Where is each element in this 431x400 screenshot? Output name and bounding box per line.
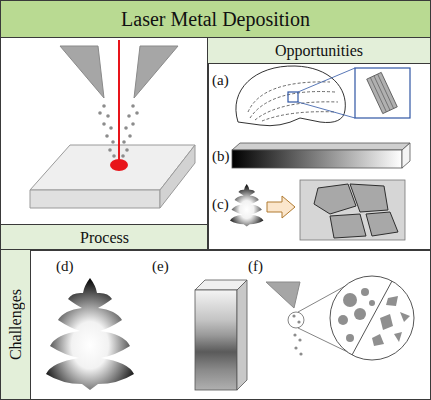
grain xyxy=(330,214,366,238)
strut-body xyxy=(367,72,398,113)
particle xyxy=(131,104,135,108)
panel-header: Challenges xyxy=(1,250,31,399)
sphere xyxy=(361,288,369,296)
powder-nozzle xyxy=(134,46,178,98)
sphere xyxy=(346,334,354,342)
panel-letter: (b) xyxy=(212,148,230,165)
dendrite xyxy=(46,278,134,390)
particle xyxy=(102,104,106,108)
particle xyxy=(106,114,110,118)
particle xyxy=(297,320,300,323)
dashed-curve xyxy=(262,112,336,121)
strut-line xyxy=(374,76,390,110)
flake xyxy=(394,332,402,342)
particle xyxy=(122,140,126,144)
panel: Process xyxy=(0,37,209,251)
panel-letter: (f) xyxy=(248,258,263,275)
substrate-plate xyxy=(30,145,195,208)
particle xyxy=(111,140,115,144)
particle xyxy=(131,122,135,126)
flake xyxy=(386,296,398,306)
block-arrow xyxy=(267,196,295,218)
zoom-square xyxy=(288,92,298,102)
bar-top xyxy=(232,143,410,150)
particle xyxy=(112,154,116,158)
strut-line xyxy=(378,74,394,108)
particle xyxy=(121,154,125,158)
particle xyxy=(298,338,301,341)
magnified-view xyxy=(330,276,414,360)
zoom-line xyxy=(298,102,355,118)
grain xyxy=(350,184,388,212)
particle xyxy=(102,122,106,126)
particle xyxy=(292,314,295,317)
flake xyxy=(372,334,384,346)
irregular-powder xyxy=(372,296,410,346)
column-side xyxy=(237,280,247,390)
strut-line xyxy=(370,77,386,111)
particle xyxy=(299,352,302,355)
dashed-curve xyxy=(255,102,338,120)
particle xyxy=(125,148,129,152)
divider-line xyxy=(352,281,392,355)
title-band: Laser Metal Deposition xyxy=(0,0,431,38)
sphere xyxy=(343,293,357,307)
panel-header: Opportunities xyxy=(208,38,430,64)
particle xyxy=(128,134,132,138)
panel-letter: (e) xyxy=(152,258,169,275)
zoom-line xyxy=(298,68,355,92)
particle xyxy=(294,346,297,349)
flake xyxy=(380,314,393,330)
lattice-strut xyxy=(367,72,398,113)
sphere xyxy=(338,315,348,325)
particle xyxy=(127,114,131,118)
grain xyxy=(366,212,398,236)
bar-end xyxy=(402,143,410,168)
small-dendrite xyxy=(230,184,263,227)
plate-side xyxy=(160,145,195,208)
laser-beam xyxy=(118,40,120,165)
implant-outline xyxy=(236,66,345,126)
particle xyxy=(98,111,102,115)
grains xyxy=(314,184,398,238)
gradient-bar xyxy=(232,150,402,168)
panel: Opportunities xyxy=(207,37,431,251)
micrograph xyxy=(300,180,405,240)
powder-stream xyxy=(292,314,302,355)
particle xyxy=(293,333,296,336)
lattice-lines xyxy=(248,82,338,121)
particle xyxy=(108,148,112,152)
sphere xyxy=(354,308,366,320)
zoom-inset xyxy=(355,68,410,118)
particle xyxy=(109,126,113,130)
panel-header: Process xyxy=(1,224,208,250)
panel-letter: (c) xyxy=(212,196,229,213)
particle xyxy=(105,134,109,138)
plate-front xyxy=(30,190,160,208)
panel-letter: (d) xyxy=(56,258,74,275)
flake xyxy=(400,312,410,322)
particle xyxy=(124,126,128,130)
sphere xyxy=(369,300,375,306)
panel-letter: (a) xyxy=(212,72,229,89)
powder-nozzle xyxy=(266,282,300,308)
particle xyxy=(135,111,139,115)
grain xyxy=(314,184,356,214)
zoom-circle xyxy=(288,312,304,328)
spherical-powder xyxy=(338,288,375,342)
graded-column xyxy=(195,290,237,390)
powder-nozzle xyxy=(60,46,104,98)
panel-title: Challenges xyxy=(7,289,25,360)
